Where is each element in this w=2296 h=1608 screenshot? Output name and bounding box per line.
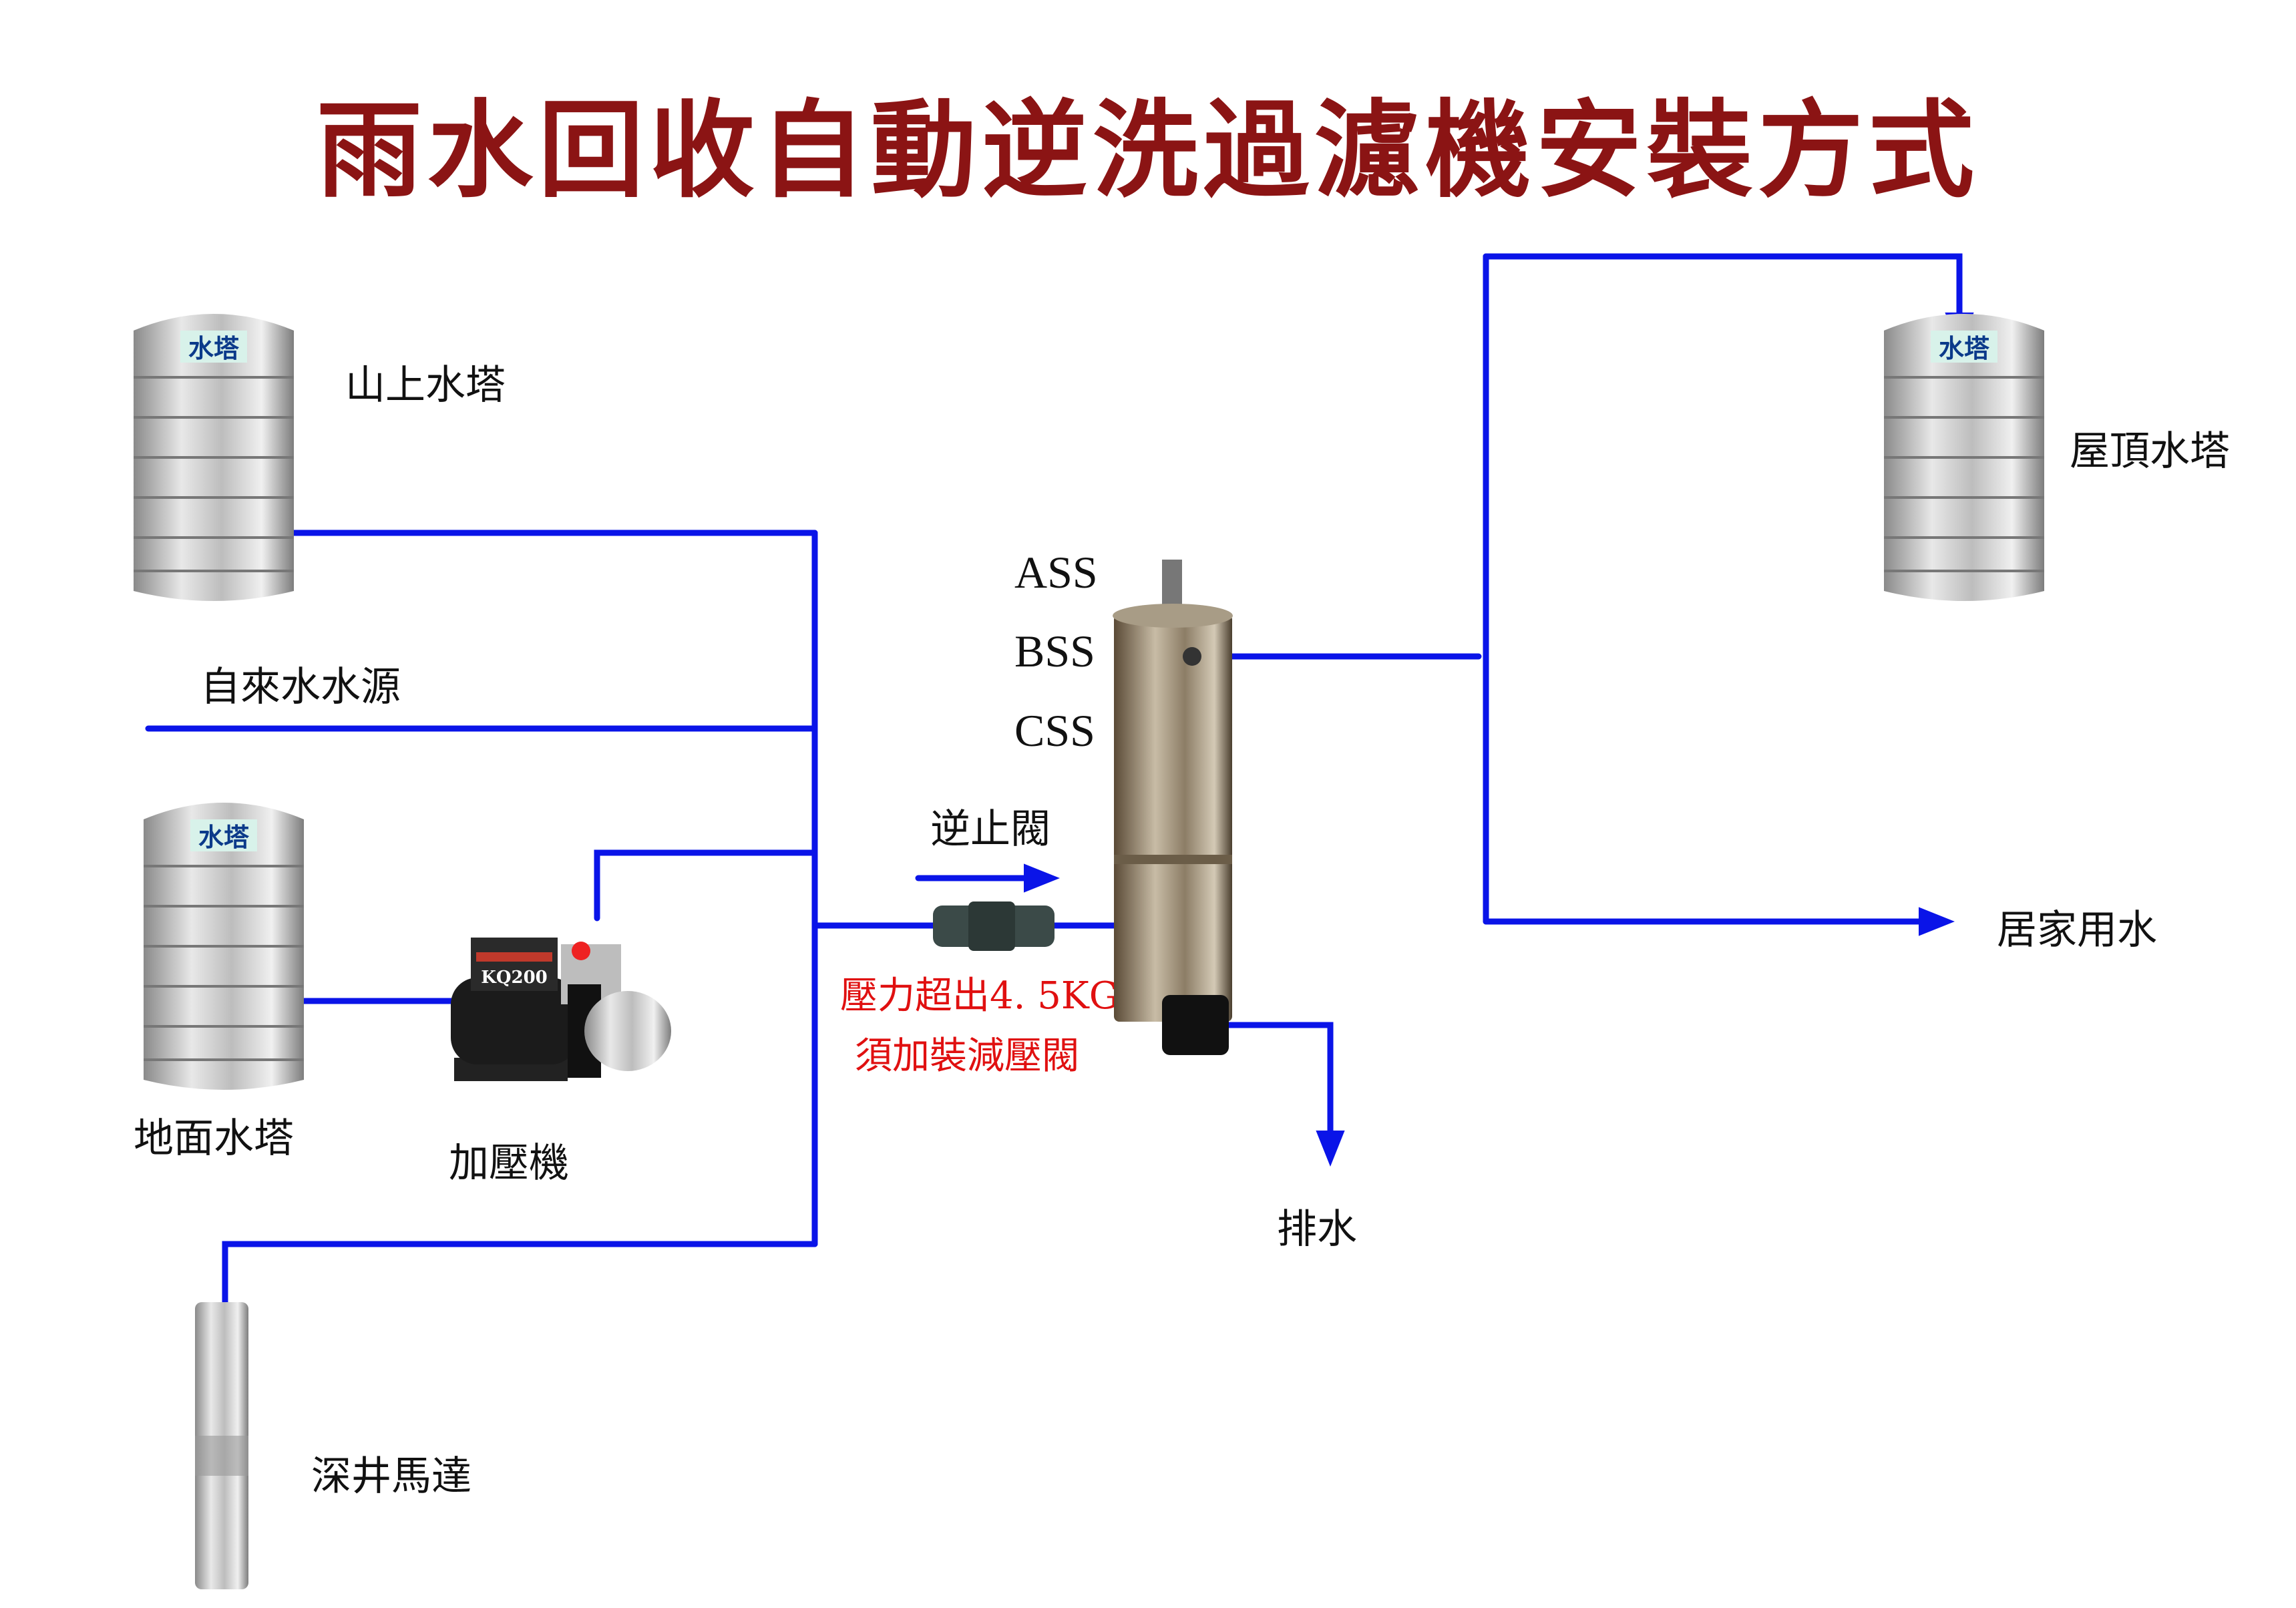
roof-water-tank: 水塔 (1883, 313, 2046, 602)
booster-pump: KQ200 (451, 938, 671, 1081)
ground-tank-label: 地面水塔 (134, 1115, 294, 1162)
backwash-filter (1113, 560, 1233, 1055)
pump-model: KQ200 (481, 968, 548, 988)
model-ass: ASS (1014, 547, 1098, 598)
model-bss: BSS (1014, 626, 1095, 676)
household-water-label: 居家用水 (1997, 907, 2157, 954)
model-css: CSS (1014, 705, 1095, 756)
tank-badge: 水塔 (1939, 333, 1990, 363)
deep-well-pump (195, 1302, 248, 1589)
mountain-tank-label: 山上水塔 (345, 362, 506, 409)
deep-well-pump-label: 深井馬達 (311, 1453, 471, 1500)
tap-water-label: 自來水水源 (200, 664, 401, 711)
pressure-warning-line2: 須加裝減壓閥 (855, 1034, 1079, 1078)
tank-badge: 水塔 (198, 822, 250, 852)
pressure-warning-line1: 壓力超出4. 5KG (840, 974, 1119, 1018)
mountain-water-tank: 水塔 (132, 313, 295, 602)
drain-label: 排水 (1277, 1206, 1357, 1253)
roof-tank-label: 屋頂水塔 (2070, 428, 2230, 475)
check-valve-label: 逆止閥 (930, 806, 1050, 853)
check-valve (933, 901, 1055, 951)
tank-badge: 水塔 (188, 333, 240, 363)
ground-water-tank: 水塔 (142, 801, 305, 1091)
page-title: 雨水回收自動逆洗過濾機安裝方式 (317, 89, 1979, 212)
booster-pump-label: 加壓機 (449, 1140, 569, 1187)
pipes (145, 253, 1974, 1314)
